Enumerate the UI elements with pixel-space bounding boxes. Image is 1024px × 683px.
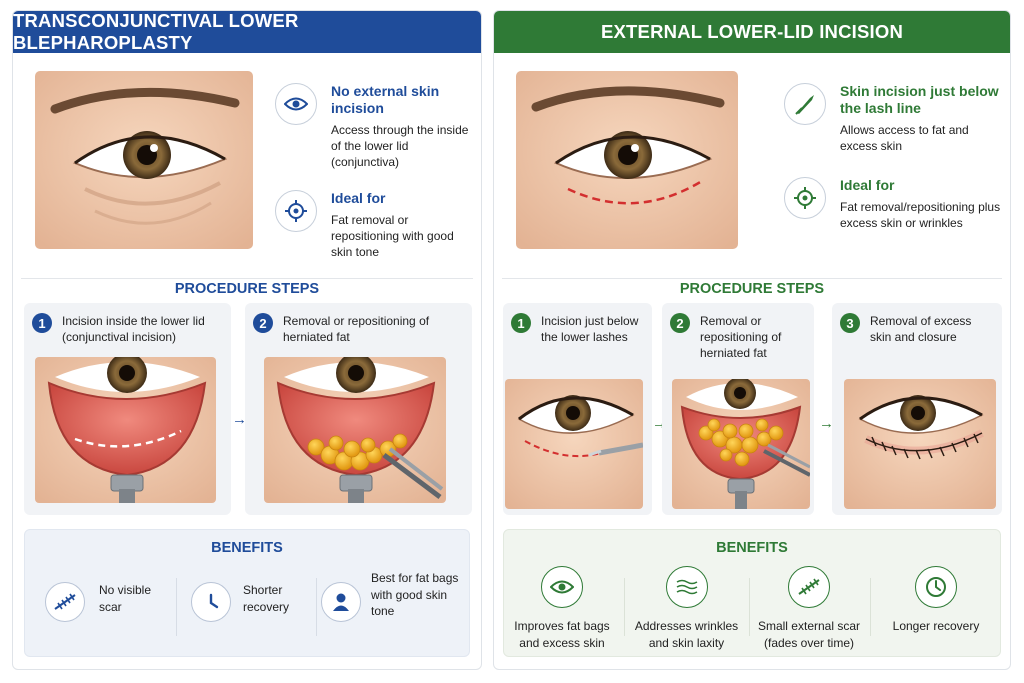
transconjunctival-panel: TRANSCONJUNCTIVAL LOWER BLEPHAROPLASTY N… (12, 10, 482, 670)
eye-closeup-photo (35, 71, 253, 249)
target-icon (275, 190, 317, 232)
feature-desc: Fat removal or repositioning with good s… (331, 213, 454, 259)
benefit-separator (749, 578, 750, 636)
feature-title: No external skin incision (331, 83, 440, 116)
benefits-title: BENEFITS (716, 540, 788, 556)
waves-icon (665, 566, 708, 608)
feature-ideal-for: Ideal for Fat removal/repositioning plus… (784, 177, 1004, 231)
benefit-label: Best for fat bags with good skin tone (371, 571, 459, 618)
clock-icon (915, 566, 957, 608)
feature-title: Ideal for (331, 190, 386, 206)
section-divider (502, 278, 1002, 279)
eye-closeup-photo (516, 71, 738, 249)
feature-title: Skin incision just below the lash line (840, 83, 999, 116)
benefit-separator (176, 578, 177, 636)
step-card-3: 3 Removal of excess skin and closure (832, 303, 1002, 515)
benefit-small-scar: Small external scar (fades over time) (749, 566, 869, 651)
benefit-label: Longer recovery (892, 619, 980, 633)
benefit-addresses-wrinkles: Addresses wrinkles and skin laxity (624, 566, 749, 651)
procedure-steps-title: PROCEDURE STEPS (174, 281, 320, 297)
benefit-best-for-fat-bags: Best for fat bags with good skin tone (321, 570, 463, 622)
person-icon (321, 582, 361, 622)
target-icon (784, 177, 826, 219)
benefit-separator (624, 578, 625, 636)
skin-incision-illustration (505, 379, 643, 509)
eye-icon (275, 83, 317, 125)
suture-icon (45, 582, 85, 622)
feature-skin-incision: Skin incision just below the lash line A… (784, 83, 1004, 154)
feature-desc: Access through the inside of the lower l… (331, 123, 469, 169)
benefit-label: Improves fat bags and excess skin (514, 619, 610, 650)
panel-title: EXTERNAL LOWER-LID INCISION (494, 11, 1010, 53)
feature-ideal-for: Ideal for Fat removal or repositioning w… (275, 190, 475, 260)
step-number: 3 (840, 313, 860, 333)
benefits-title: BENEFITS (211, 540, 283, 556)
step-label: Removal or repositioning of herniated fa… (283, 314, 430, 344)
feature-desc: Fat removal/repositioning plus excess sk… (840, 200, 1001, 230)
eye-icon (541, 566, 583, 608)
step-label: Removal or repositioning of herniated fa… (700, 314, 782, 360)
benefit-label: Shorter recovery (243, 583, 290, 614)
clock-icon (191, 582, 231, 622)
step-number: 1 (511, 313, 531, 333)
benefit-separator (870, 578, 871, 636)
benefits-box: BENEFITS Improves fat bags and excess sk… (503, 529, 1001, 657)
feature-desc: Allows access to fat and excess skin (840, 123, 969, 153)
step-arrow: → (232, 411, 247, 428)
benefit-longer-recovery: Longer recovery (870, 566, 1002, 635)
closure-illustration (844, 379, 996, 509)
step-arrow: → (819, 415, 834, 432)
step-card-1: 1 Incision inside the lower lid (conjunc… (24, 303, 231, 515)
benefit-shorter-recovery: Shorter recovery (191, 582, 313, 622)
scalpel-icon (784, 83, 826, 125)
benefit-label: No visible scar (99, 583, 152, 614)
step-label: Incision just below the lower lashes (541, 314, 639, 344)
step-label: Incision inside the lower lid (conjuncti… (62, 314, 205, 344)
suture-icon (788, 566, 830, 608)
benefit-no-visible-scar: No visible scar (45, 582, 169, 622)
fat-removal-illustration (672, 379, 810, 509)
panel-title: TRANSCONJUNCTIVAL LOWER BLEPHAROPLASTY (13, 11, 481, 53)
benefit-improves-fat-bags: Improves fat bags and excess skin (504, 566, 620, 651)
step-card-1: 1 Incision just below the lower lashes (503, 303, 652, 515)
benefit-label: Small external scar (fades over time) (757, 619, 861, 650)
feature-no-external-incision: No external skin incision Access through… (275, 83, 475, 170)
feature-title: Ideal for (840, 177, 895, 193)
fat-removal-illustration (264, 357, 446, 503)
step-label: Removal of excess skin and closure (870, 314, 972, 344)
benefit-separator (316, 578, 317, 636)
benefit-label: Addresses wrinkles and skin laxity (634, 619, 739, 650)
step-number: 2 (670, 313, 690, 333)
step-number: 2 (253, 313, 273, 333)
external-incision-panel: EXTERNAL LOWER-LID INCISION Skin incisio… (493, 10, 1011, 670)
step-number: 1 (32, 313, 52, 333)
section-divider (21, 278, 473, 279)
step-card-2: 2 Removal or repositioning of herniated … (245, 303, 472, 515)
conjunctival-incision-illustration (35, 357, 216, 503)
procedure-steps-title: PROCEDURE STEPS (679, 281, 825, 297)
benefits-box: BENEFITS No visible scar Shorter recover… (24, 529, 470, 657)
step-card-2: 2 Removal or repositioning of herniated … (662, 303, 814, 515)
